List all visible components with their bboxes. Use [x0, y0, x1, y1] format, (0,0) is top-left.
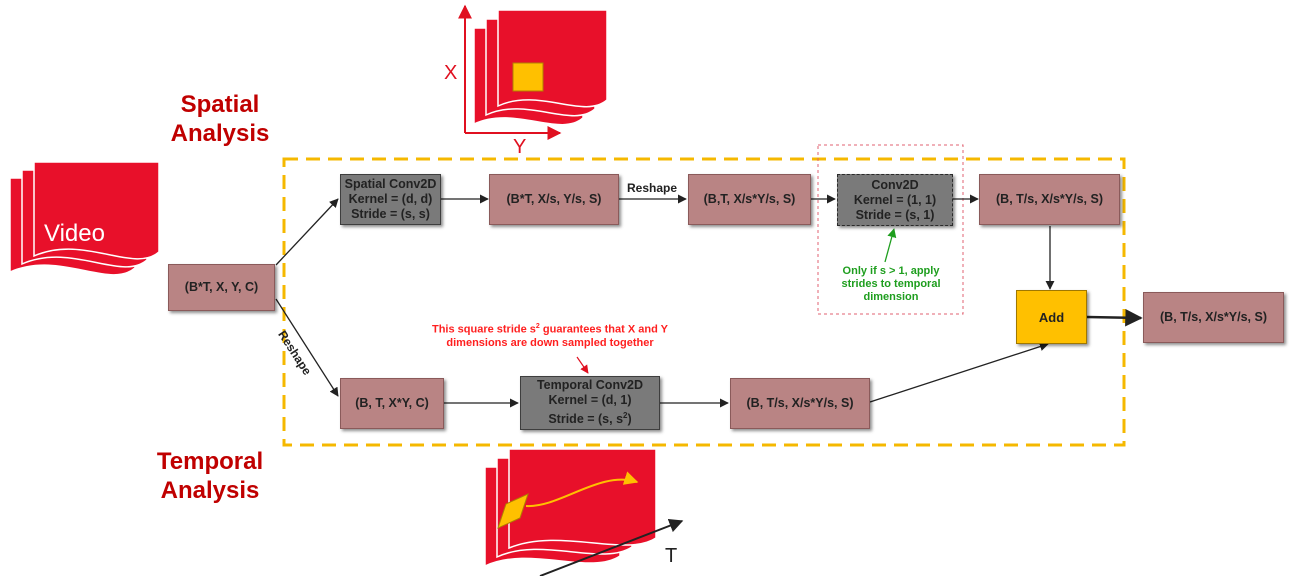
add-box: Add [1016, 290, 1087, 344]
temporal-conv2d-box: Temporal Conv2D Kernel = (d, 1) Stride =… [520, 376, 660, 430]
spatial-conv2d-kernel: Kernel = (d, d) [348, 192, 433, 206]
spatial-output-tensor-label: (B*T, X/s, Y/s, S) [506, 192, 602, 206]
only-if-note: Only if s > 1, apply strides to temporal… [841, 265, 941, 303]
conv2d-1x1-box: Conv2D Kernel = (1, 1) Stride = (s, 1) [837, 174, 953, 226]
conv2d-1x1-kernel: Kernel = (1, 1) [853, 192, 937, 207]
temporal-input-tensor-label: (B, T, X*Y, C) [355, 396, 429, 410]
square-stride-note-sup: 2 [535, 323, 540, 330]
arrow-input-to-spatial [275, 198, 339, 266]
input-tensor-box: (B*T, X, Y, C) [168, 264, 275, 311]
spatial-frames-icon [473, 9, 608, 126]
arrow-to-add-bottom [869, 342, 1049, 403]
spatial-reshaped-tensor-label: (B,T, X/s*Y/s, S) [703, 192, 796, 206]
arrow-add-to-output [1086, 308, 1143, 327]
temporal-analysis-heading: Temporal Analysis [156, 448, 264, 504]
spatial-analysis-heading: Spatial Analysis [170, 91, 270, 147]
temporal-conv2d-stride-suffix: ) [627, 412, 632, 427]
temporal-output-tensor-box: (B, T/s, X/s*Y/s, S) [730, 378, 870, 429]
conv2d-1x1-stride: Stride = (s, 1) [855, 207, 935, 222]
arrow-input-to-temporal [275, 298, 339, 397]
temporal-conv2d-kernel: Kernel = (d, 1) [548, 393, 632, 408]
temporal-trajectory-curve [525, 471, 639, 508]
output-tensor-label: (B, T/s, X/s*Y/s, S) [1160, 310, 1267, 324]
spatial-reshaped-tensor-box: (B,T, X/s*Y/s, S) [688, 174, 811, 225]
t-axis-line [539, 519, 684, 576]
temporal-conv2d-title: Temporal Conv2D [536, 378, 644, 393]
video-label: Video [44, 220, 105, 247]
y-axis-label: Y [513, 136, 527, 158]
reshape-top-label: Reshape [627, 181, 678, 195]
temporal-output-tensor-label: (B, T/s, X/s*Y/s, S) [746, 396, 854, 410]
spatial-final-tensor-box: (B, T/s, X/s*Y/s, S) [979, 174, 1120, 225]
temporal-input-tensor-box: (B, T, X*Y, C) [340, 378, 444, 429]
x-axis-label: X [444, 62, 458, 84]
square-stride-note-prefix: This square stride s [431, 323, 536, 336]
processing-region-border [282, 157, 1126, 447]
add-label: Add [1038, 309, 1065, 325]
temporal-frames-icon [484, 448, 657, 568]
spatial-conv2d-box: Spatial Conv2D Kernel = (d, d) Stride = … [340, 174, 441, 225]
arrow-note-to-conv1x1 [884, 228, 897, 263]
t-axis-label: T [665, 545, 678, 567]
square-stride-note-rest: guarantees that X and Y dimensions are d… [446, 323, 668, 349]
conv2d-1x1-title: Conv2D [871, 177, 919, 192]
conv1x1-highlight-border [817, 144, 964, 315]
spatial-patch-icon [512, 62, 544, 92]
spatial-output-tensor-box: (B*T, X/s, Y/s, S) [489, 174, 619, 225]
temporal-conv2d-stride: Stride = (s, s2) [548, 408, 631, 427]
spatial-final-tensor-label: (B, T/s, X/s*Y/s, S) [996, 192, 1103, 206]
spatial-conv2d-title: Spatial Conv2D [344, 177, 437, 191]
temporal-conv2d-stride-sup: 2 [623, 411, 628, 421]
temporal-patch-icon [497, 493, 529, 529]
temporal-conv2d-stride-prefix: Stride = (s, s [548, 412, 624, 427]
square-stride-note: This square stride s2 guarantees that X … [410, 320, 690, 350]
arrow-note-to-temporal-conv [576, 356, 589, 374]
input-tensor-label: (B*T, X, Y, C) [184, 280, 259, 294]
spatial-conv2d-stride: Stride = (s, s) [351, 207, 430, 221]
video-frames-icon [9, 161, 160, 276]
output-tensor-box: (B, T/s, X/s*Y/s, S) [1143, 292, 1284, 343]
